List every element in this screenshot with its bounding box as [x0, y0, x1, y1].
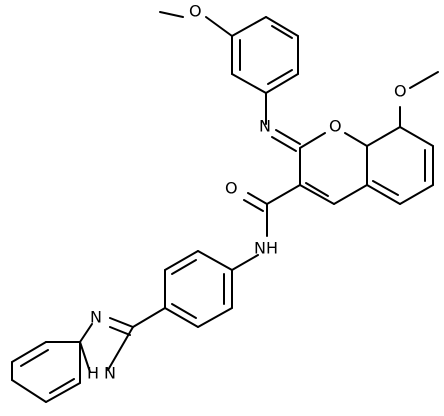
methoxy-oxygen-right-label: O	[394, 82, 407, 101]
bond	[109, 326, 131, 336]
bond	[197, 307, 233, 328]
bond	[231, 73, 267, 94]
bond	[243, 199, 264, 212]
bond	[20, 349, 49, 367]
bond	[265, 16, 299, 37]
bonds	[11, 11, 439, 403]
bond	[231, 254, 259, 271]
bond	[247, 192, 268, 205]
bond	[49, 378, 75, 394]
bond	[11, 341, 47, 363]
bond	[79, 323, 93, 343]
bond	[11, 379, 47, 403]
methoxy-oxygen-top-label: O	[189, 2, 202, 21]
bond	[299, 184, 335, 205]
bond	[79, 341, 91, 373]
bond	[231, 16, 267, 37]
bond	[171, 259, 197, 275]
bond	[409, 71, 439, 89]
bond	[372, 180, 399, 196]
bond	[366, 184, 401, 205]
bond	[299, 132, 326, 149]
bond	[205, 16, 233, 37]
bond	[333, 184, 368, 205]
bond	[366, 126, 401, 147]
bond	[267, 69, 293, 85]
bond	[266, 184, 301, 205]
bond	[399, 184, 434, 205]
bond	[159, 11, 184, 18]
ring-oxygen-label: O	[329, 117, 342, 136]
bond	[45, 382, 81, 403]
bond	[399, 126, 434, 147]
bond	[265, 73, 299, 94]
bond	[275, 129, 301, 145]
benzimidazole-nh-n-label: N	[104, 364, 116, 383]
bond	[197, 250, 233, 271]
imine-nitrogen-label: N	[259, 117, 271, 136]
atom-labels: O N O O O NH N N H	[87, 2, 407, 383]
benzimidazole-n-label: N	[90, 308, 102, 327]
bond	[109, 317, 134, 328]
bond	[171, 303, 197, 319]
bond	[164, 250, 199, 271]
carbonyl-oxygen-label: O	[225, 179, 238, 198]
bond	[271, 136, 297, 152]
bond	[107, 326, 134, 371]
amide-nh-label: NH	[254, 239, 278, 258]
bond	[132, 307, 166, 328]
bond	[305, 182, 329, 197]
bond	[344, 132, 368, 147]
bond	[271, 25, 293, 39]
benzimidazole-nh-h-label: H	[87, 364, 99, 383]
bond	[164, 307, 199, 328]
